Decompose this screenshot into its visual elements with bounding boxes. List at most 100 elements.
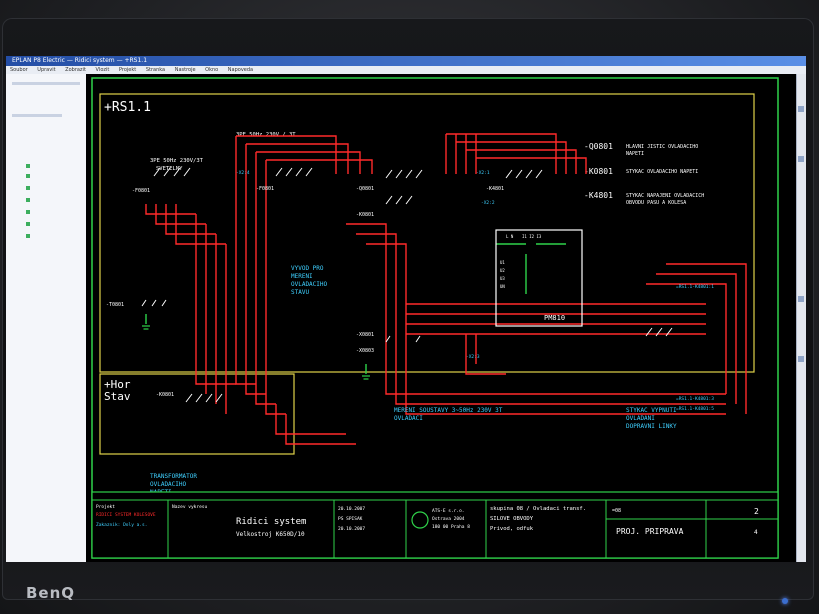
supply-b-label: 3PE 50Hz 230V / 3T bbox=[236, 132, 296, 138]
location-label: +RS1.1 bbox=[104, 100, 151, 115]
annotations: VYVOD PRO MERENI OVLADACIHO STAVU MERENI… bbox=[150, 265, 677, 496]
toolbar-icon[interactable] bbox=[798, 156, 804, 162]
menu-item-help[interactable]: Napoveda bbox=[227, 67, 254, 73]
note-line: OVLADACIHO bbox=[291, 281, 328, 288]
subject-2: SILOVE OBVODY bbox=[490, 516, 534, 522]
subject-1: skupina 08 / Ovladaci transf. bbox=[490, 506, 586, 512]
ref-label: -X2:1 bbox=[476, 170, 490, 176]
ref-label: =RS1.1-K4801:1 bbox=[676, 284, 714, 290]
menu-item-insert[interactable]: Vlozit bbox=[95, 67, 110, 73]
wiring-red bbox=[145, 133, 747, 445]
ref-label: -X2:4 bbox=[236, 170, 250, 176]
drawing-subtitle: Velkostroj K650D/10 bbox=[236, 531, 305, 538]
tree-item[interactable] bbox=[12, 82, 80, 85]
tree-item[interactable] bbox=[12, 114, 62, 117]
wiring-green bbox=[145, 243, 566, 374]
svg-text:L N: L N bbox=[506, 234, 514, 239]
sheet-code: =08 bbox=[612, 508, 621, 514]
menu-item-tools[interactable]: Nastroje bbox=[174, 67, 196, 73]
ref-label: -X2:2 bbox=[481, 200, 495, 206]
tree-node-icon bbox=[26, 210, 30, 214]
toolbar-icon[interactable] bbox=[798, 296, 804, 302]
ref-label: -X2:3 bbox=[466, 354, 480, 360]
window-title: EPLAN P8 Electric — Ridici system — +RS1… bbox=[12, 57, 148, 64]
note-line: TRANSFORMATOR bbox=[150, 473, 197, 480]
location-frame-rs1 bbox=[99, 93, 755, 373]
tree-node-icon bbox=[26, 186, 30, 190]
device-ref: -F0801 bbox=[256, 186, 274, 192]
device-ref: -X0803 bbox=[356, 348, 374, 354]
note-line: DOPRAVNI LINKY bbox=[626, 423, 677, 430]
svg-text:U2: U2 bbox=[500, 268, 505, 273]
note-line: OVLADACIHO bbox=[150, 481, 187, 488]
svg-text:U1: U1 bbox=[500, 260, 505, 265]
legend-tag: -Q0801 bbox=[584, 142, 613, 151]
note-line: VYVOD PRO bbox=[291, 265, 324, 272]
device-ref: -F0801 bbox=[132, 188, 150, 194]
location2-label-1: +Hor bbox=[104, 378, 131, 391]
drawing-label: Nazev vykresu bbox=[172, 504, 208, 510]
company-name: ATS-E s.r.o. bbox=[432, 508, 465, 514]
menu-item-window[interactable]: Okno bbox=[205, 67, 219, 73]
device-refs: -F0801 -F0801 -Q0801 -K0801 -K4801 -T080… bbox=[106, 186, 504, 398]
note-line: OVLADACI bbox=[394, 415, 423, 422]
menu-item-file[interactable]: Soubor bbox=[10, 67, 28, 73]
ground-icon bbox=[142, 325, 370, 380]
device-ref: -K4801 bbox=[486, 186, 504, 192]
device-ref: -Q0801 bbox=[356, 186, 374, 192]
menu-item-view[interactable]: Zobrazit bbox=[65, 67, 86, 73]
project-label: Projekt bbox=[96, 504, 115, 510]
sheet-total: 4 bbox=[754, 529, 758, 536]
power-led-icon bbox=[782, 598, 788, 604]
menu-item-page[interactable]: Stranka bbox=[145, 67, 166, 73]
subject-3: Privod, odfuk bbox=[490, 526, 534, 532]
vertical-scrollbar[interactable] bbox=[796, 74, 806, 562]
pm810-device bbox=[495, 229, 583, 327]
location-frame-hor bbox=[99, 373, 295, 455]
legend-text: HLAVNI JISTIC OVLADACIHO bbox=[626, 144, 698, 150]
legend-text: STYKAC NAPAJENI OVLADACICH bbox=[626, 193, 704, 199]
tree-node-icon bbox=[26, 234, 30, 238]
menu-bar: Soubor Upravit Zobrazit Vlozit Projekt S… bbox=[6, 66, 806, 74]
pm810-label: PM810 bbox=[544, 314, 565, 322]
legend-tag: -K4801 bbox=[584, 191, 613, 200]
ref-label: =RS1.1-K4801:5 bbox=[676, 406, 714, 412]
tree-node-icon bbox=[26, 222, 30, 226]
sheet-border bbox=[91, 77, 779, 559]
menu-item-project[interactable]: Projekt bbox=[118, 67, 137, 73]
switch-groups bbox=[141, 167, 673, 403]
note-line: OVLADANI bbox=[626, 415, 655, 422]
reference-labels: -X2:4 -X2:1 -X2:2 -X2:3 =RS1.1-K4801:1 =… bbox=[236, 170, 714, 412]
company-logo-icon bbox=[411, 511, 429, 529]
legend-tag: -K0801 bbox=[584, 167, 613, 176]
note-line: MERENI bbox=[291, 273, 313, 280]
toolbar-icon[interactable] bbox=[798, 356, 804, 362]
author: PS SPISAK bbox=[338, 516, 363, 522]
tree-node-icon bbox=[26, 198, 30, 202]
device-ref: -X0801 bbox=[356, 332, 374, 338]
drawing-title: Ridici system bbox=[236, 517, 306, 527]
note-line: STYKAC VYPNUTI bbox=[626, 407, 677, 414]
menu-item-edit[interactable]: Upravit bbox=[37, 67, 56, 73]
date-1: 20.10.2007 bbox=[338, 506, 365, 512]
sheet-number: 2 bbox=[754, 507, 759, 516]
supply-a-label-1: 3PE 50Hz 230V/3T bbox=[150, 158, 204, 164]
tree-node-icon bbox=[26, 164, 30, 168]
schematic-drawing: +RS1.1 +Hor Stav 3PE 50Hz 230V/3T SVETEL… bbox=[91, 77, 779, 559]
legend-text: OBVODU PASU A KOLESA bbox=[626, 200, 686, 206]
tree-node-icon bbox=[26, 174, 30, 178]
device-ref: -K0801 bbox=[156, 392, 174, 398]
note-line: MERENI SOUSTAVY 3~50Hz 230V 3T bbox=[394, 407, 503, 414]
device-ref: -K0801 bbox=[356, 212, 374, 218]
drawing-canvas[interactable]: +RS1.1 +Hor Stav 3PE 50Hz 230V/3T SVETEL… bbox=[86, 74, 796, 562]
window-title-bar: EPLAN P8 Electric — Ridici system — +RS1… bbox=[6, 56, 806, 66]
page-navigator-panel[interactable] bbox=[6, 74, 87, 562]
location2-label-2: Stav bbox=[104, 390, 131, 403]
pm810-pins: U1 U2 U3 UN L N I1 I2 I3 bbox=[500, 234, 542, 289]
project-name: RIDICI SYSTEM KOLESOVE bbox=[96, 512, 156, 518]
svg-text:U3: U3 bbox=[500, 276, 505, 281]
legend-text: NAPETI bbox=[626, 151, 644, 157]
device-ref: -T0801 bbox=[106, 302, 124, 308]
ref-label: =RS1.1-K4801:3 bbox=[676, 396, 714, 402]
toolbar-icon[interactable] bbox=[798, 106, 804, 112]
